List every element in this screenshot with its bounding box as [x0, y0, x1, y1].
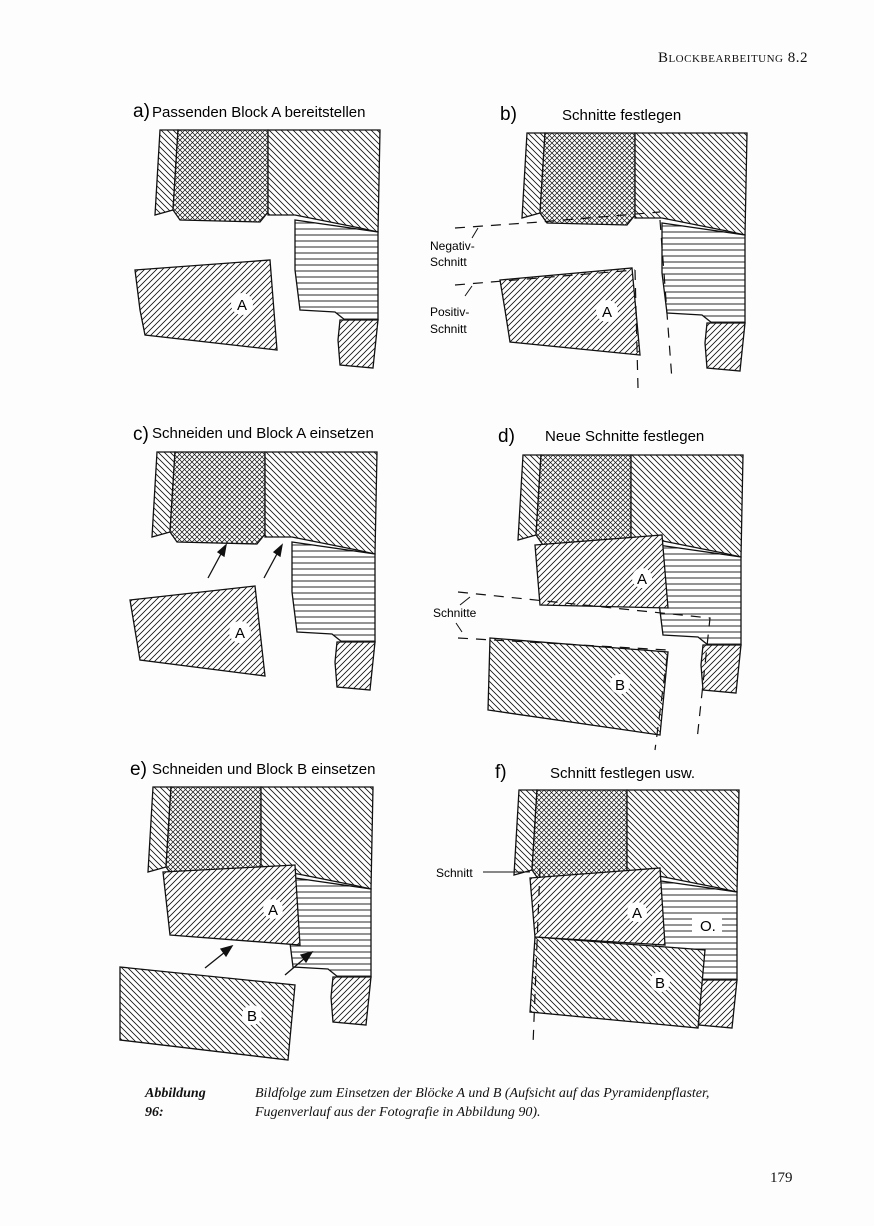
positiv-label: Positiv-	[430, 305, 469, 319]
caption-label: Abbildung 96:	[145, 1086, 206, 1120]
positiv-label-2: Schnitt	[430, 322, 467, 336]
block-a-label: A	[268, 902, 278, 919]
schnitt-label: Schnitt	[436, 866, 473, 880]
panel-title: Schnitt festlegen usw.	[550, 765, 695, 782]
panel-title: Passenden Block A bereitstellen	[152, 104, 365, 121]
block-a	[129, 585, 266, 677]
block-a	[499, 267, 641, 356]
panel-letter: c)	[133, 424, 149, 445]
running-header: Blockbearbeitung 8.2	[657, 50, 808, 66]
panel-letter: f)	[495, 762, 507, 783]
block-a	[534, 534, 669, 609]
block-b	[487, 637, 669, 736]
schnitte-label: Schnitte	[433, 606, 477, 620]
block-a-label: A	[235, 625, 245, 642]
panel-d: d) Neue Schnitte festlegen A B Schnitte	[433, 426, 744, 751]
cut-lines	[454, 211, 673, 389]
panel-letter: e)	[130, 759, 147, 780]
negativ-label: Negativ-	[430, 239, 475, 253]
panel-title: Schnitte festlegen	[562, 107, 681, 124]
block-a-label: A	[237, 297, 247, 314]
block-b-label: B	[615, 677, 625, 694]
panel-c: c) Schneiden und Block A einsetzen A	[129, 424, 378, 691]
block-a-label: A	[637, 571, 647, 588]
block-a-label: A	[632, 905, 642, 922]
panel-letter: a)	[133, 101, 150, 122]
block-b	[119, 966, 296, 1061]
panel-title: Schneiden und Block A einsetzen	[152, 425, 374, 442]
block-b-label: B	[655, 975, 665, 992]
insert-arrows	[204, 944, 314, 976]
block-b-label: B	[247, 1008, 257, 1025]
cut-lines	[457, 591, 711, 751]
negativ-label-2: Schnitt	[430, 255, 467, 269]
panel-b: b) Schnitte festlegen A Negativ- Schnitt…	[430, 104, 748, 389]
panel-e: e) Schneiden und Block B einsetzen A B	[119, 759, 375, 1061]
cut-line	[532, 867, 541, 1046]
panel-a: a) Passenden Block A bereitstellen A	[133, 101, 381, 369]
panel-f: f) Schnitt festlegen usw. A B O. Schnitt	[436, 762, 740, 1046]
insert-arrows	[207, 543, 283, 579]
panel-title: Neue Schnitte festlegen	[545, 428, 704, 445]
block-b	[529, 936, 706, 1029]
block-a	[529, 867, 666, 946]
block-a-label: A	[602, 304, 612, 321]
panel-letter: b)	[500, 104, 517, 125]
page-number: 179	[770, 1170, 793, 1186]
caption-text: Bildfolge zum Einsetzen der Blöcke A und…	[255, 1086, 710, 1120]
panel-title: Schneiden und Block B einsetzen	[152, 761, 375, 778]
block-a	[134, 259, 278, 351]
panel-letter: d)	[498, 426, 515, 447]
block-o-label: O.	[700, 918, 716, 935]
block-a	[162, 864, 301, 946]
